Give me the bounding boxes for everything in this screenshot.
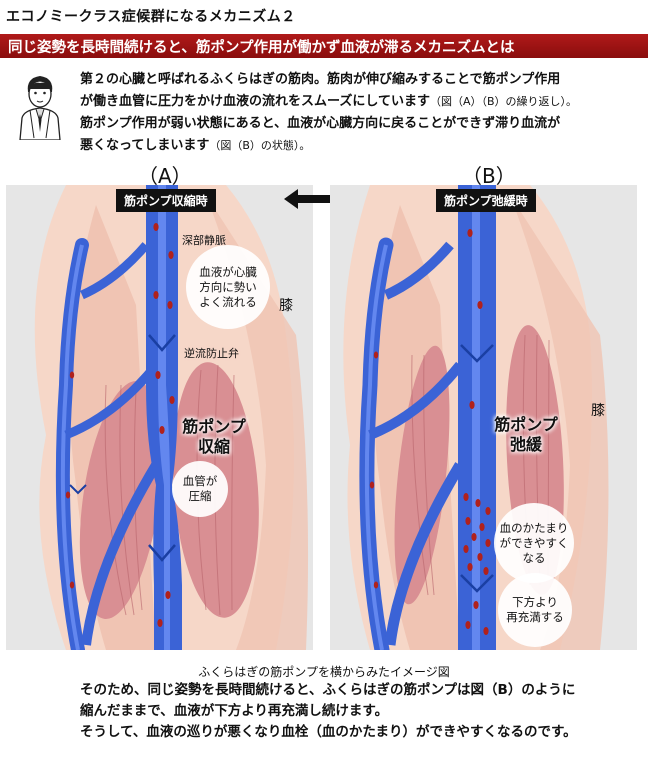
vessel-compressed-bubble: 血管が 圧縮 bbox=[172, 461, 228, 517]
panel-a-diagram: 筋ポンプ収縮時 深部静脈 血液が心臓 方向に勢い よく流れる 逆流防止弁 筋ポン… bbox=[6, 185, 313, 650]
refill-line-2: 再充満する bbox=[506, 610, 564, 624]
section-banner: 同じ姿勢を長時間続けると、筋ポンプ作用が働かず血液が滞るメカニズムとは bbox=[0, 34, 648, 58]
banner-text: 同じ姿勢を長時間続けると、筋ポンプ作用が働かず血液が滞るメカニズムとは bbox=[8, 40, 515, 56]
refill-line-1: 下方より bbox=[512, 595, 558, 609]
outro-line-1: そのため、同じ姿勢を長時間続けると、ふくらはぎの筋ポンプは図（B）のように bbox=[80, 682, 576, 698]
deep-vein-label: 深部静脈 bbox=[182, 234, 226, 247]
intro-line-3: 筋ポンプ作用が弱い状態にあると、血液が心臓方向に戻ることができず滞り血流が bbox=[80, 116, 561, 131]
page-title: エコノミークラス症候群になるメカニズム２ bbox=[6, 9, 296, 25]
panel-b-diagram: 筋ポンプ弛緩時 筋ポンプ 弛緩 血のかたまり ができやすく なる 下方より 再充… bbox=[330, 185, 637, 650]
intro-line-4-text: 悪くなってしまいます bbox=[80, 138, 210, 153]
valve-label: 逆流防止弁 bbox=[184, 347, 239, 360]
panel-a-label: （A） bbox=[138, 164, 192, 188]
intro-line-2-ref: （図（A）（B）の繰り返し）。 bbox=[429, 95, 578, 108]
outro-line-3: そうして、血液の巡りが悪くなり血栓（血のかたまり）ができやすくなるのです。 bbox=[80, 724, 577, 740]
clot-line-3: なる bbox=[522, 550, 546, 565]
panel-b-muscle-label: 筋ポンプ 弛緩 bbox=[486, 415, 566, 455]
blood-flow-line-2: 方向に勢い bbox=[199, 279, 257, 294]
intro-line-2: が働き血管に圧力をかけ血液の流れをスムーズにしています（図（A）（B）の繰り返し… bbox=[80, 92, 577, 112]
clot-line-1: 血のかたまり bbox=[499, 520, 569, 535]
panel-b-label: （B） bbox=[462, 164, 516, 188]
panel-a-badge: 筋ポンプ収縮時 bbox=[116, 189, 216, 212]
panel-a-muscle-line-2: 収縮 bbox=[197, 437, 230, 456]
panel-a-illustration bbox=[34, 185, 309, 650]
double-arrow-icon bbox=[284, 189, 350, 209]
panel-b-muscle-line-2: 弛緩 bbox=[509, 435, 542, 454]
intro-line-2-text: が働き血管に圧力をかけ血液の流れをスムーズにしています bbox=[80, 94, 430, 109]
clot-bubble: 血のかたまり ができやすく なる bbox=[494, 503, 574, 583]
intro-line-4: 悪くなってしまいます（図（B）の状態）。 bbox=[80, 136, 310, 156]
vessel-compressed-line-2: 圧縮 bbox=[188, 489, 212, 503]
blood-flow-bubble: 血液が心臓 方向に勢い よく流れる bbox=[186, 245, 270, 329]
knee-label-b: 膝 bbox=[591, 403, 605, 419]
intro-line-1: 第２の心臓と呼ばれるふくらはぎの筋肉。筋肉が伸び縮みすることで筋ポンプ作用 bbox=[80, 72, 561, 87]
knee-label-a: 膝 bbox=[279, 298, 293, 314]
panel-a-muscle-line-1: 筋ポンプ bbox=[182, 417, 246, 436]
outro-line-2: 縮んだままで、血液が下方より再充満し続けます。 bbox=[80, 703, 389, 719]
refill-bubble: 下方より 再充満する bbox=[498, 573, 572, 647]
blood-flow-line-1: 血液が心臓 bbox=[199, 264, 257, 279]
intro-line-4-ref: （図（B）の状態）。 bbox=[209, 139, 311, 152]
panel-b-muscle-line-1: 筋ポンプ bbox=[494, 415, 558, 434]
clot-line-2: ができやすく bbox=[499, 535, 569, 550]
doctor-illustration bbox=[19, 76, 61, 140]
panel-b-badge: 筋ポンプ弛緩時 bbox=[436, 189, 536, 212]
blood-flow-line-3: よく流れる bbox=[199, 294, 257, 309]
figure-caption: ふくらはぎの筋ポンプを横からみたイメージ図 bbox=[198, 665, 450, 679]
vessel-compressed-line-1: 血管が bbox=[182, 474, 218, 488]
panel-a-muscle-label: 筋ポンプ 収縮 bbox=[174, 417, 254, 457]
